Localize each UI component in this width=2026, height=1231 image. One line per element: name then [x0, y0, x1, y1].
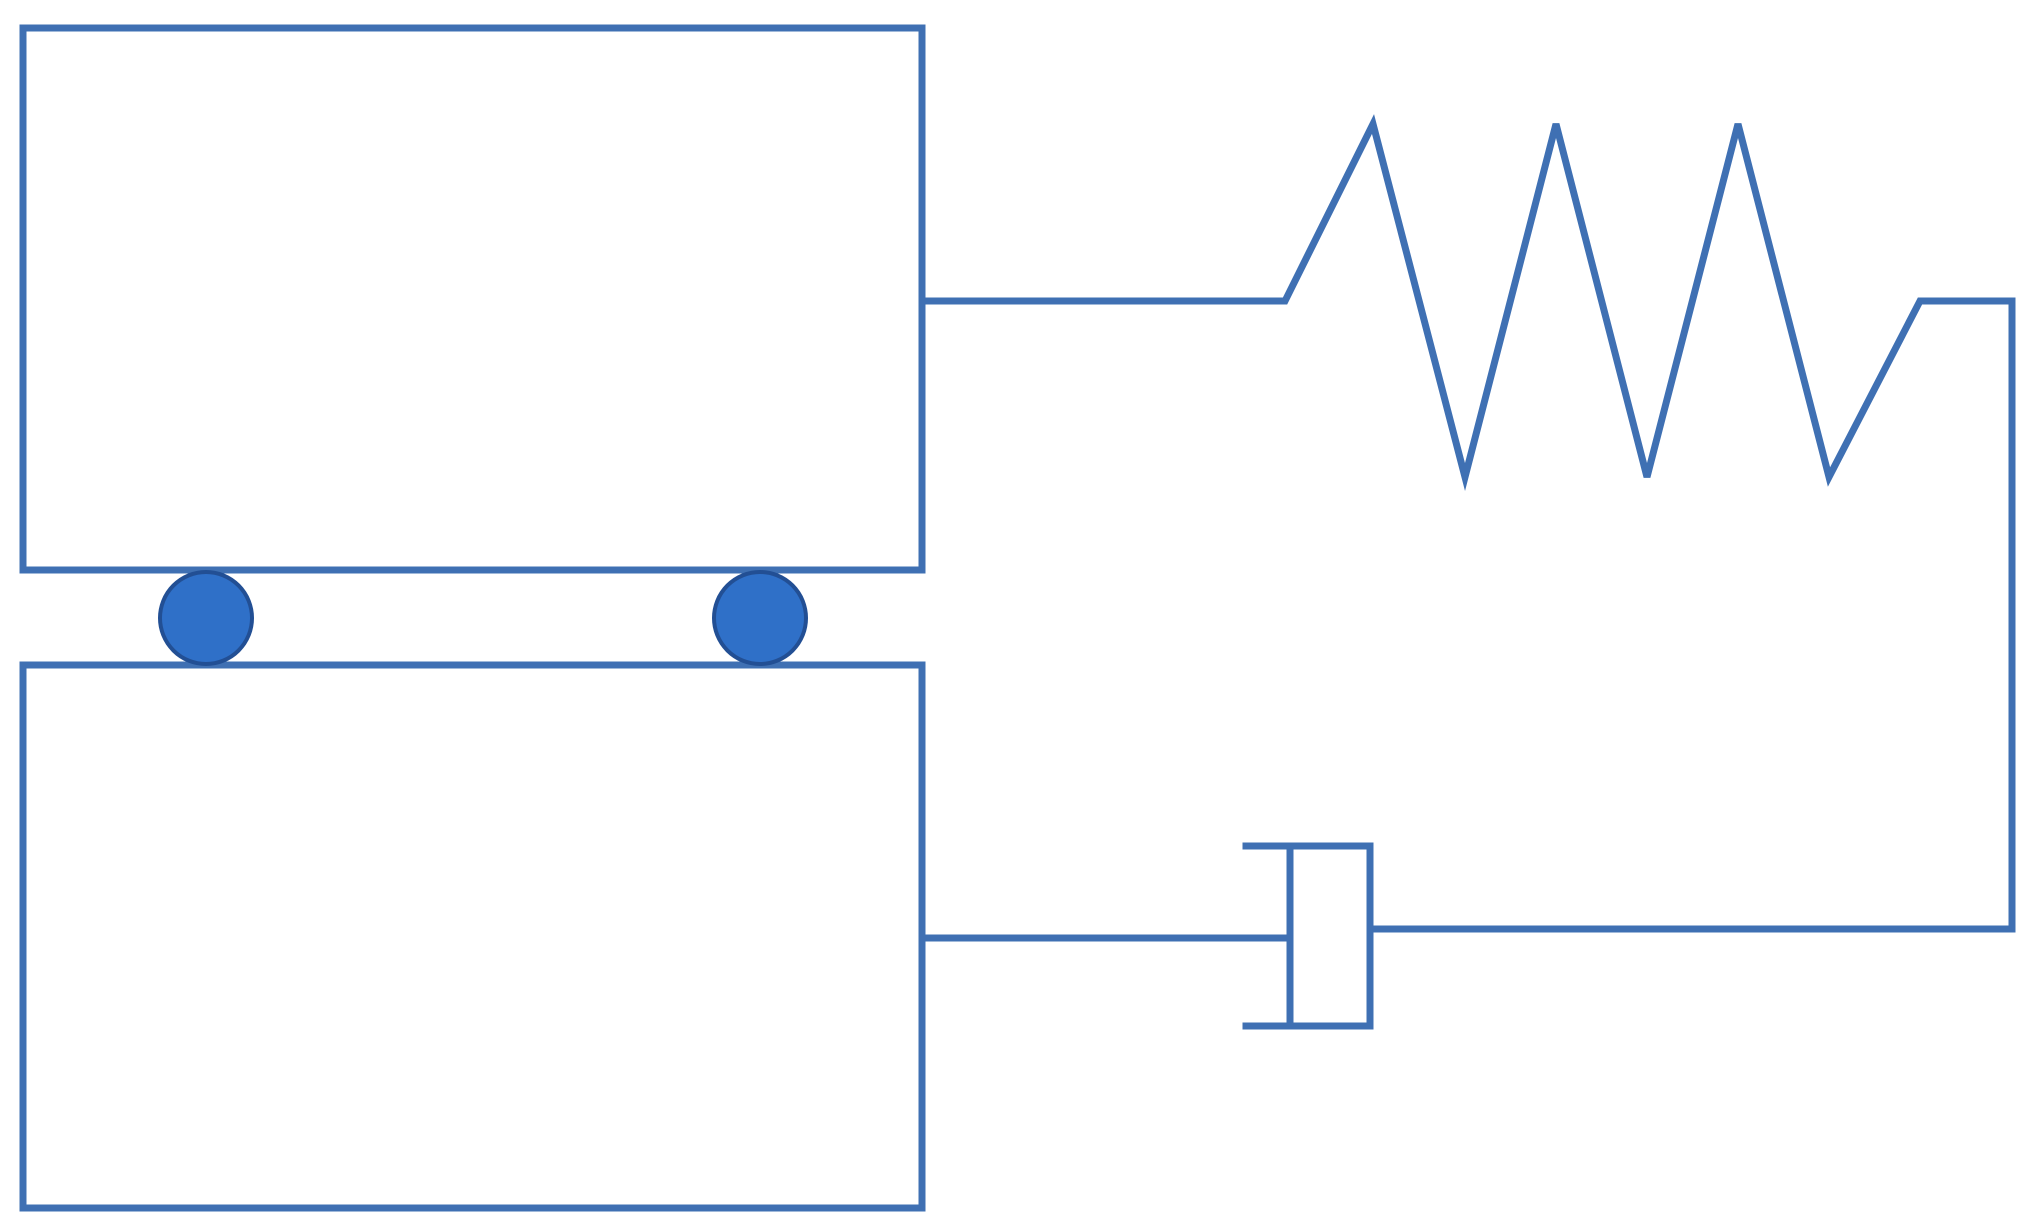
roller-left [158, 570, 254, 666]
upper-block [19, 24, 926, 574]
dashpot [918, 842, 1374, 1030]
dashpot-cylinder [1242, 842, 1374, 1030]
lower-block [19, 661, 926, 1212]
roller-right [712, 570, 808, 666]
connecting-wire [1366, 297, 2016, 933]
spring [918, 114, 2016, 491]
